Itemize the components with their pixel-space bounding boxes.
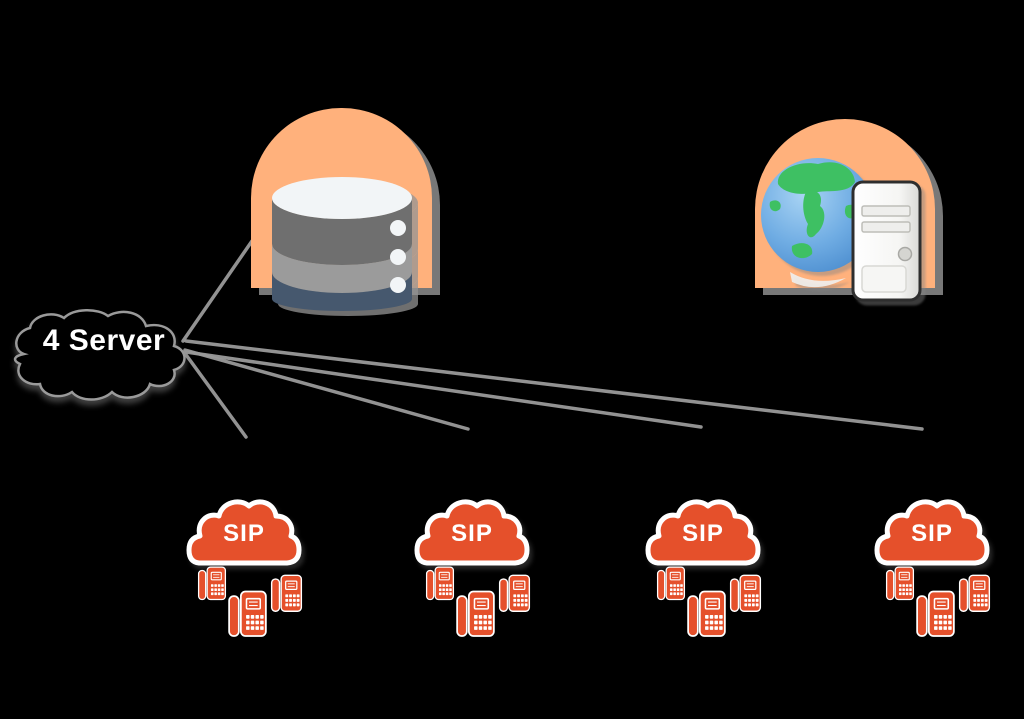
desk-phone-icon [686,590,727,638]
desk-phone-icon [227,590,268,638]
globe-server-icon [761,158,922,302]
connection-line-to-sip-1 [182,350,248,439]
sip-label: SIP [223,520,265,547]
desk-phone-icon [958,574,991,613]
connection-line-to-sip-2 [183,348,470,431]
four-server-label: 4 Server [42,324,166,357]
connection-line-to-sip-3 [184,350,703,429]
sip-label: SIP [911,520,953,547]
sip-cloud: SIP [414,494,530,566]
sip-cloud: SIP [645,494,761,566]
desk-phone-icon [885,566,915,601]
database-stack-icon [272,177,412,311]
sip-cluster-3: SIP [643,494,763,644]
server-tower-icon [851,180,922,302]
sip-cloud-icon [645,499,761,566]
connection-line-to-sip-4 [184,339,924,431]
sip-cluster-2: SIP [412,494,532,644]
sip-cluster-1: SIP [184,494,304,644]
sip-cloud-icon [186,499,302,566]
desk-phone-icon [270,574,303,613]
globe-icon [761,158,875,272]
desk-phone-icon [425,566,455,601]
icon-base-swoosh [790,272,846,288]
desk-phone-icon [197,566,227,601]
sip-label: SIP [451,520,493,547]
connection-line-to-database [181,239,254,343]
sip-label: SIP [682,520,724,547]
thought-cloud-icon [13,309,186,401]
desk-phone-icon [915,590,956,638]
desk-phone-icon [656,566,686,601]
four-server-callout: 4 Server [6,306,202,408]
sip-cloud: SIP [186,494,302,566]
desk-phone-icon [498,574,531,613]
sip-cloud-icon [414,499,530,566]
sip-cloud: SIP [874,494,990,566]
desk-phone-icon [455,590,496,638]
sip-cluster-4: SIP [872,494,992,644]
sip-cloud-icon [874,499,990,566]
desk-phone-icon [729,574,762,613]
